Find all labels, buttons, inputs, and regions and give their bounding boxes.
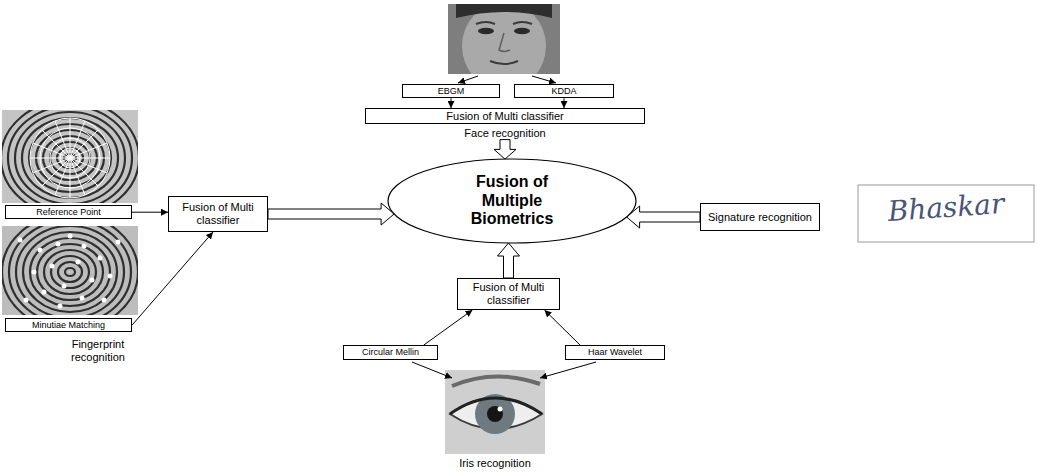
group-label: Iris recognition (430, 457, 560, 470)
block-arrow (498, 243, 520, 278)
box-text: EBGM (438, 86, 465, 96)
arrow-connector (545, 310, 581, 345)
method-box: Haar Wavelet (565, 345, 665, 360)
group-heading: Face recognition (365, 127, 645, 140)
box-text: Fusion of Multi classifier (446, 110, 563, 123)
image-arrow (412, 362, 452, 378)
fusion-box: Fusion of Multi classifier (457, 278, 560, 310)
label-holder: Fingerprint recognition (48, 338, 148, 363)
arrow-connector (132, 232, 213, 325)
image-arrow (458, 76, 478, 83)
box-text: Fusion of Multi classifier (173, 201, 263, 226)
block-arrow (494, 140, 516, 160)
eye-photo (445, 370, 545, 454)
method-box: EBGM (402, 84, 500, 98)
fusion-box: Fusion of Multi classifier (168, 196, 268, 232)
image-arrow (540, 362, 596, 378)
group-label: Fingerprint recognition (48, 338, 148, 363)
arrow-connector (132, 212, 168, 213)
box-frame: Fusion of Multi classifier (365, 108, 645, 124)
label-holder: Iris recognition (430, 457, 560, 470)
fusion-ellipse: Fusion of Multiple Biometrics (387, 158, 637, 244)
modality-box: Signature recognition (700, 203, 820, 231)
ellipse-shape (388, 159, 636, 243)
box-text: Circular Mellin (362, 347, 419, 357)
box-text: Fusion of Multiple Biometrics (452, 173, 572, 228)
box-text: Signature recognition (708, 211, 812, 224)
label-holder: Bhaskar (866, 192, 1026, 224)
box-text: Fusion of Multi classifier (462, 281, 555, 306)
face-photo (448, 4, 560, 74)
arrow-connector (564, 98, 565, 108)
box-text: Reference Point (36, 207, 101, 217)
fingerprint-image (2, 110, 138, 203)
block-arrow (268, 203, 394, 225)
arrow-connector (424, 310, 473, 345)
image-arrow (532, 76, 556, 83)
box-text: KDDA (551, 86, 576, 96)
fingerprint-image (2, 226, 138, 315)
box-text: Haar Wavelet (588, 347, 642, 357)
signature-image (858, 185, 1034, 242)
method-box: KDDA (514, 84, 614, 98)
block-arrow (627, 206, 700, 228)
method-box: Minutiae Matching (5, 318, 132, 332)
fusion-box: Fusion of Multi classifierFace recogniti… (365, 108, 645, 140)
method-box: Reference Point (5, 205, 132, 219)
arrow-connector (451, 98, 452, 108)
box-text: Minutiae Matching (32, 320, 105, 330)
method-box: Circular Mellin (343, 345, 438, 360)
signature-text: Bhaskar (865, 186, 1027, 229)
